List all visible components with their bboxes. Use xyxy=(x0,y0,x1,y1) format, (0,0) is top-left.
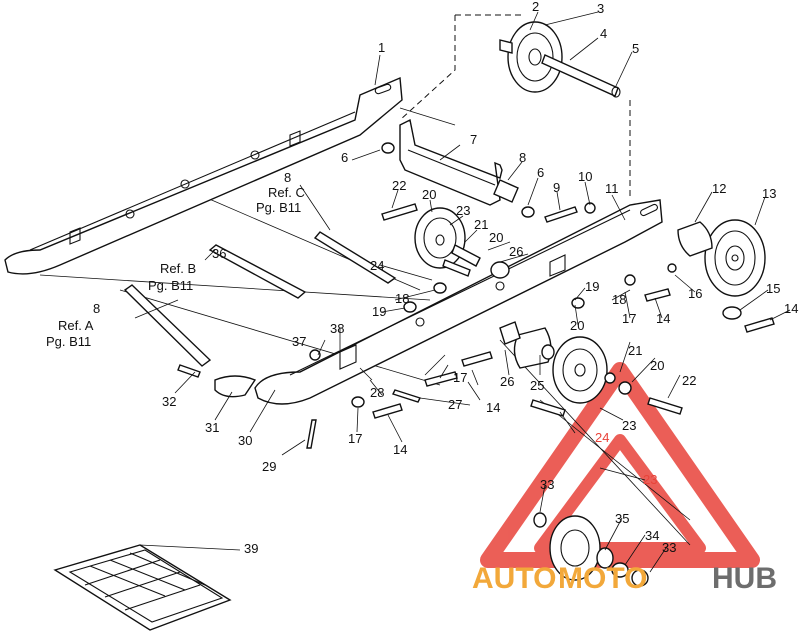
callout-8b: 8 xyxy=(519,150,526,165)
callout-25: 25 xyxy=(530,378,544,393)
tube-shafts xyxy=(123,231,397,367)
callout-20a: 20 xyxy=(422,187,436,202)
ref-c-page: Pg. B11 xyxy=(256,200,301,215)
callout-9: 9 xyxy=(553,180,560,195)
callout-23a: 23 xyxy=(456,203,470,218)
callout-12: 12 xyxy=(712,181,726,196)
slide-inset xyxy=(53,544,232,631)
leader-lines xyxy=(134,11,791,573)
watermark-text: AUTO MOTO HUB xyxy=(472,562,777,595)
upper-wheel-shaft xyxy=(499,21,621,98)
watermark-auto: AUTO xyxy=(472,562,556,595)
callout-18a: 18 xyxy=(395,291,409,306)
rear-rail xyxy=(4,76,403,275)
callout-17a: 17 xyxy=(622,311,636,326)
callout-4: 4 xyxy=(600,26,607,41)
callout-36: 36 xyxy=(212,246,226,261)
watermark-hub: HUB xyxy=(712,562,777,595)
callout-19b: 19 xyxy=(585,279,599,294)
callout-23b: 23 xyxy=(622,418,636,433)
callout-24b: 24 xyxy=(595,430,609,445)
callout-6a: 6 xyxy=(341,150,348,165)
callout-6b: 6 xyxy=(537,165,544,180)
guide-lines xyxy=(39,14,691,546)
callout-30: 30 xyxy=(238,433,252,448)
callout-20c: 20 xyxy=(570,318,584,333)
ref-b-page: Pg. B11 xyxy=(148,278,193,293)
callout-37: 37 xyxy=(292,334,306,349)
callout-3: 3 xyxy=(597,1,604,16)
callout-7: 7 xyxy=(470,132,477,147)
cross-shaft xyxy=(399,118,519,206)
callout-14c: 14 xyxy=(486,400,500,415)
callout-14a: 14 xyxy=(656,311,670,326)
callout-27: 27 xyxy=(448,397,462,412)
callout-21b: 21 xyxy=(628,343,642,358)
callout-28: 28 xyxy=(370,385,384,400)
ref-c-label: Ref. C xyxy=(268,185,305,200)
callout-14d: 14 xyxy=(393,442,407,457)
callout-23c: 23 xyxy=(643,472,657,487)
callout-18b: 18 xyxy=(612,292,626,307)
callout-34: 34 xyxy=(645,528,659,543)
callout-26a: 26 xyxy=(509,244,523,259)
callout-35: 35 xyxy=(615,511,629,526)
callout-14b: 14 xyxy=(784,301,798,316)
callout-22a: 22 xyxy=(392,178,406,193)
watermark-logo xyxy=(480,362,760,568)
callout-13: 13 xyxy=(762,186,776,201)
callout-26b: 26 xyxy=(500,374,514,389)
callout-2: 2 xyxy=(532,0,539,14)
callout-33b: 33 xyxy=(662,540,676,555)
bottom-wheel xyxy=(533,512,649,587)
callout-11: 11 xyxy=(605,181,619,196)
callout-38: 38 xyxy=(330,321,344,336)
callout-33a: 33 xyxy=(540,477,554,492)
watermark-moto: MOTO xyxy=(558,562,647,595)
callout-19a: 19 xyxy=(372,304,386,319)
callout-21a: 21 xyxy=(474,217,488,232)
callout-16: 16 xyxy=(688,286,702,301)
callout-32: 32 xyxy=(162,394,176,409)
callout-20b: 20 xyxy=(489,230,503,245)
callout-1: 1 xyxy=(378,40,385,55)
callout-22b: 22 xyxy=(682,373,696,388)
ref-a-page: Pg. B11 xyxy=(46,334,91,349)
front-rail xyxy=(254,199,663,405)
callout-20d: 20 xyxy=(650,358,664,373)
idler-wheel-right xyxy=(677,219,766,320)
callout-15: 15 xyxy=(766,281,780,296)
callout-labels: 1 2 3 4 5 6 6 7 8 8 Ref. C Pg. B11 9 10 … xyxy=(46,0,798,556)
callout-5: 5 xyxy=(632,41,639,56)
callout-17c: 17 xyxy=(348,431,362,446)
ref-a-label: Ref. A xyxy=(58,318,94,333)
callout-8c: 8 xyxy=(284,170,291,185)
callout-31: 31 xyxy=(205,420,219,435)
callout-8a: 8 xyxy=(93,301,100,316)
ref-b-label: Ref. B xyxy=(160,261,196,276)
callout-39: 39 xyxy=(244,541,258,556)
callout-24a: 24 xyxy=(370,258,384,273)
callout-10: 10 xyxy=(578,169,592,184)
idler-wheel-lower xyxy=(513,327,608,404)
callout-29: 29 xyxy=(262,459,276,474)
callout-17b: 17 xyxy=(453,370,467,385)
